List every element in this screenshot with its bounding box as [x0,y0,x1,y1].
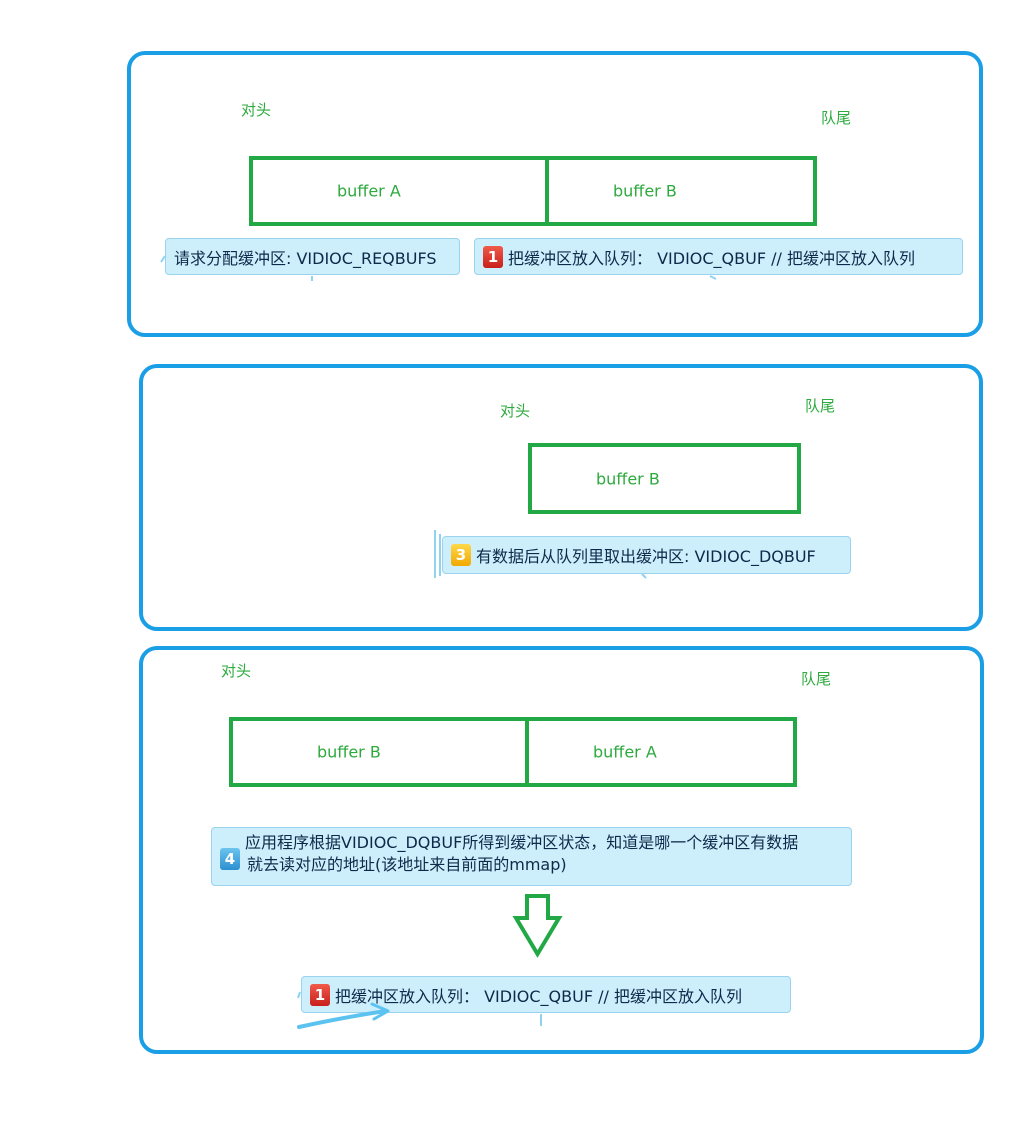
buffer-queue: buffer B [528,443,801,514]
topic-app-read[interactable]: 4 应用程序根据VIDIOC_DQBUF所得到缓冲区状态，知道是哪一个缓冲区有数… [211,827,852,886]
queue-tail-label: 队尾 [805,397,836,415]
curved-arrow-icon [297,1002,390,1029]
priority-1-icon: 1 [483,245,503,268]
queue-head-label: 对头 [241,101,272,119]
buffer-label: buffer A [337,181,401,201]
topic-dqbuf[interactable]: 3 有数据后从队列里取出缓冲区: VIDIOC_DQBUF [442,536,851,574]
buffer-label: buffer B [613,181,677,201]
topic-text-line1: 应用程序根据VIDIOC_DQBUF所得到缓冲区状态，知道是哪一个缓冲区有数据 [245,833,799,852]
panel-queue-requeued [139,646,984,1054]
topic-text: 把缓冲区放入队列： VIDIOC_QBUF // 把缓冲区放入队列 [508,248,915,268]
queue-head-label: 对头 [221,662,252,680]
queue-head-label: 对头 [500,402,531,420]
topic-qbuf[interactable]: 1 把缓冲区放入队列： VIDIOC_QBUF // 把缓冲区放入队列 [301,976,791,1013]
buffer-slot: buffer B [545,160,813,222]
topic-text: 请求分配缓冲区: VIDIOC_REQBUFS [174,248,437,268]
topic-text: 把缓冲区放入队列： VIDIOC_QBUF // 把缓冲区放入队列 [335,986,742,1006]
buffer-slot: buffer A [525,721,793,783]
buffer-queue: buffer B buffer A [229,717,797,787]
topic-reqbufs[interactable]: 请求分配缓冲区: VIDIOC_REQBUFS [165,238,460,275]
priority-1-icon: 1 [310,983,330,1006]
priority-3-icon: 3 [451,544,471,566]
buffer-slot: buffer A [253,160,545,222]
topic-text: 有数据后从队列里取出缓冲区: VIDIOC_DQBUF [476,547,816,566]
topic-text-line2: 就去读对应的地址(该地址来自前面的mmap) [247,855,567,874]
queue-tail-label: 队尾 [801,670,832,688]
buffer-slot: buffer B [532,447,797,510]
down-arrow-icon [512,894,563,958]
buffer-label: buffer B [317,742,381,762]
buffer-queue: buffer A buffer B [249,156,817,226]
buffer-slot: buffer B [233,721,525,783]
panel-queue-dequeued [139,364,983,631]
buffer-label: buffer B [596,469,660,488]
panel-queue-initial [127,51,983,337]
priority-4-icon: 4 [220,848,240,870]
connector-tick [160,255,717,1026]
topic-qbuf[interactable]: 1 把缓冲区放入队列： VIDIOC_QBUF // 把缓冲区放入队列 [474,238,963,275]
queue-tail-label: 队尾 [821,109,852,127]
buffer-label: buffer A [593,742,657,762]
